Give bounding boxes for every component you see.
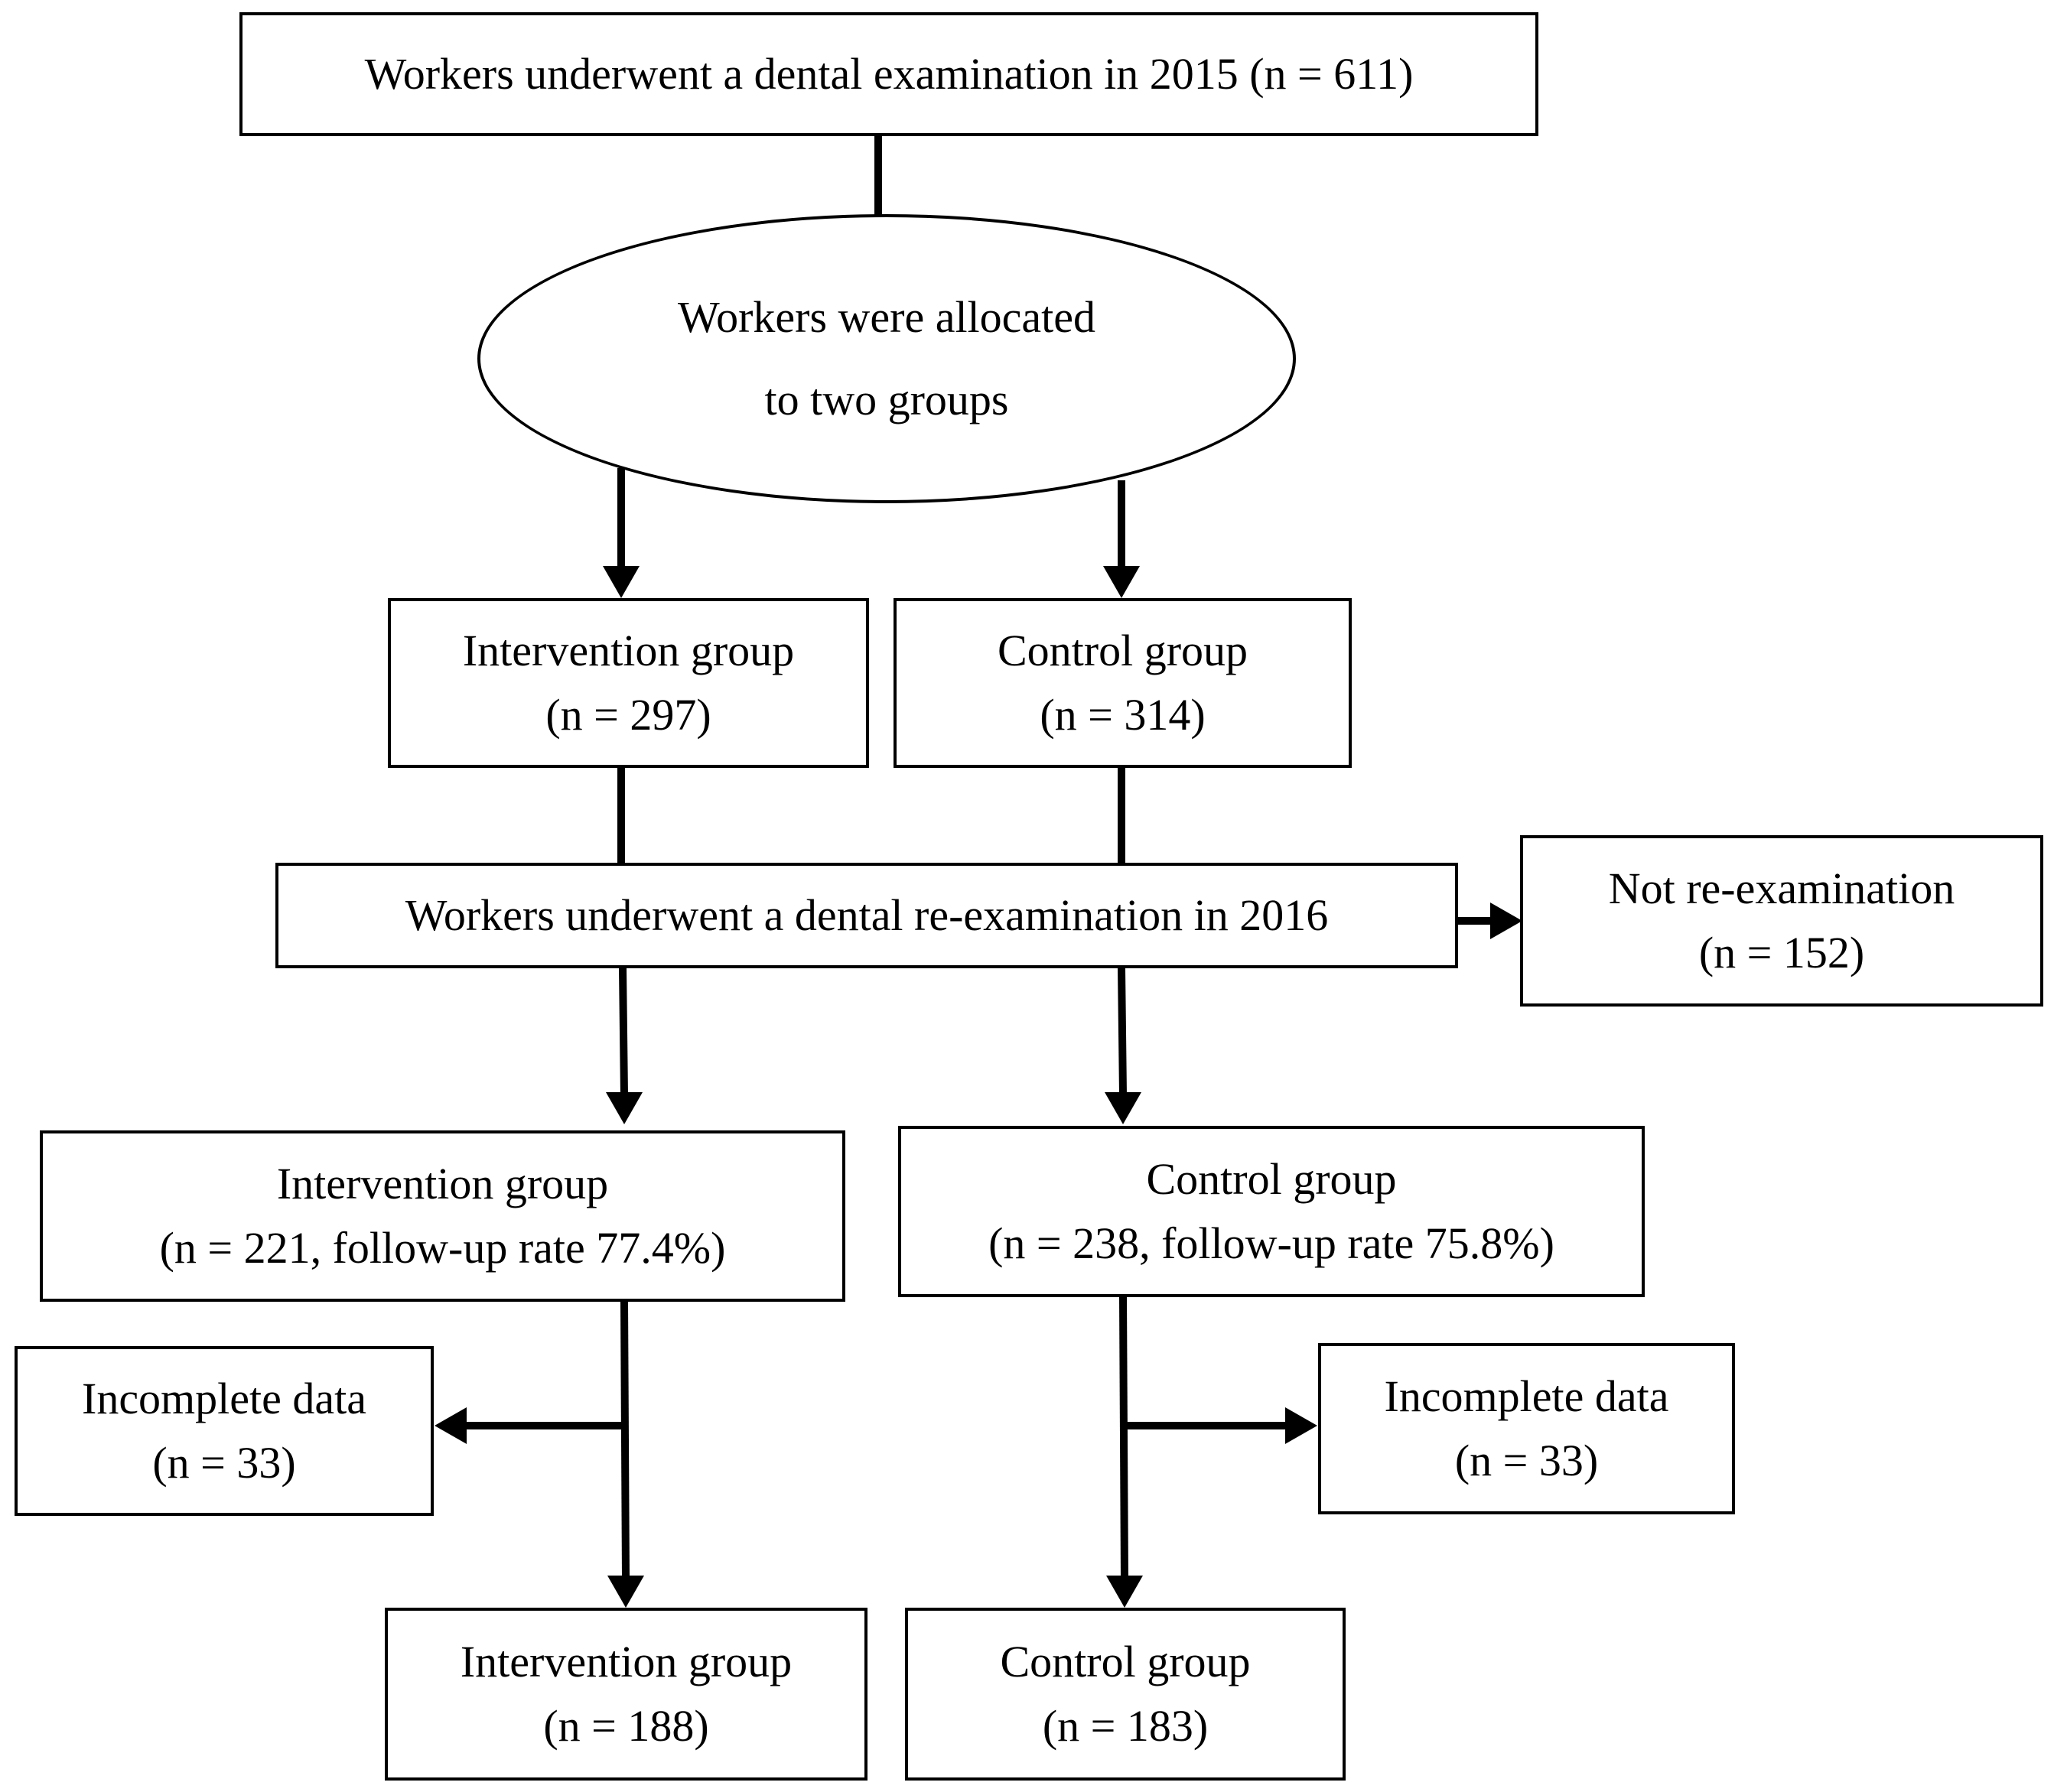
baseline-intervention-box: Intervention group (n = 297) [388, 598, 869, 768]
final-intervention-label: Intervention group [460, 1637, 793, 1686]
baseline-intervention-count: (n = 297) [545, 690, 711, 740]
arrowhead [1106, 1576, 1143, 1608]
allocation-line-2: to two groups [764, 375, 1009, 424]
followup-control-box: Control group (n = 238, follow-up rate 7… [898, 1126, 1645, 1297]
baseline-control-box: Control group (n = 314) [894, 598, 1352, 768]
followup-control-label: Control group [1146, 1154, 1397, 1204]
incomplete-intervention-count: (n = 33) [152, 1438, 296, 1488]
arrow-to-followup-control [1118, 968, 1127, 1096]
final-control-count: (n = 183) [1042, 1701, 1209, 1751]
incomplete-control-count: (n = 33) [1454, 1436, 1599, 1485]
final-intervention-count: (n = 188) [543, 1701, 709, 1751]
allocation-line-1: Workers were allocated [677, 292, 1096, 342]
arrowhead [607, 1576, 644, 1608]
not-reexam-count: (n = 152) [1698, 928, 1865, 977]
not-reexam-box: Not re-examination (n = 152) [1520, 835, 2043, 1007]
arrowhead [1103, 566, 1140, 598]
start-box: Workers underwent a dental examination i… [239, 12, 1538, 136]
arrow-to-followup-intervention [619, 968, 628, 1096]
arrowhead [603, 566, 640, 598]
final-control-box: Control group (n = 183) [905, 1608, 1346, 1781]
incomplete-intervention-box: Incomplete data (n = 33) [15, 1346, 434, 1516]
incomplete-control-label: Incomplete data [1384, 1371, 1669, 1421]
reexam-box: Workers underwent a dental re-examinatio… [275, 863, 1458, 968]
baseline-control-count: (n = 314) [1040, 690, 1206, 740]
arrowhead [606, 1092, 643, 1124]
arrowhead [435, 1407, 467, 1444]
arrowhead [1490, 903, 1522, 939]
arrow-to-final-control [1119, 1296, 1128, 1579]
allocation-ellipse: Workers were allocated to two groups [477, 214, 1296, 503]
arrowhead [1285, 1407, 1317, 1444]
followup-intervention-box: Intervention group (n = 221, follow-up r… [40, 1130, 845, 1302]
arrow-to-final-intervention [620, 1301, 630, 1579]
reexam-text: Workers underwent a dental re-examinatio… [405, 890, 1329, 940]
followup-intervention-label: Intervention group [276, 1159, 609, 1208]
baseline-intervention-label: Intervention group [462, 626, 795, 675]
arrowhead [1105, 1092, 1141, 1124]
final-control-label: Control group [1000, 1637, 1251, 1686]
not-reexam-label: Not re-examination [1608, 863, 1955, 913]
followup-control-count: (n = 238, follow-up rate 75.8%) [988, 1218, 1554, 1268]
followup-intervention-count: (n = 221, follow-up rate 77.4%) [159, 1223, 726, 1273]
incomplete-intervention-label: Incomplete data [82, 1374, 366, 1423]
final-intervention-box: Intervention group (n = 188) [385, 1608, 867, 1781]
start-text: Workers underwent a dental examination i… [364, 49, 1414, 99]
baseline-control-label: Control group [997, 626, 1248, 675]
incomplete-control-box: Incomplete data (n = 33) [1318, 1343, 1735, 1514]
